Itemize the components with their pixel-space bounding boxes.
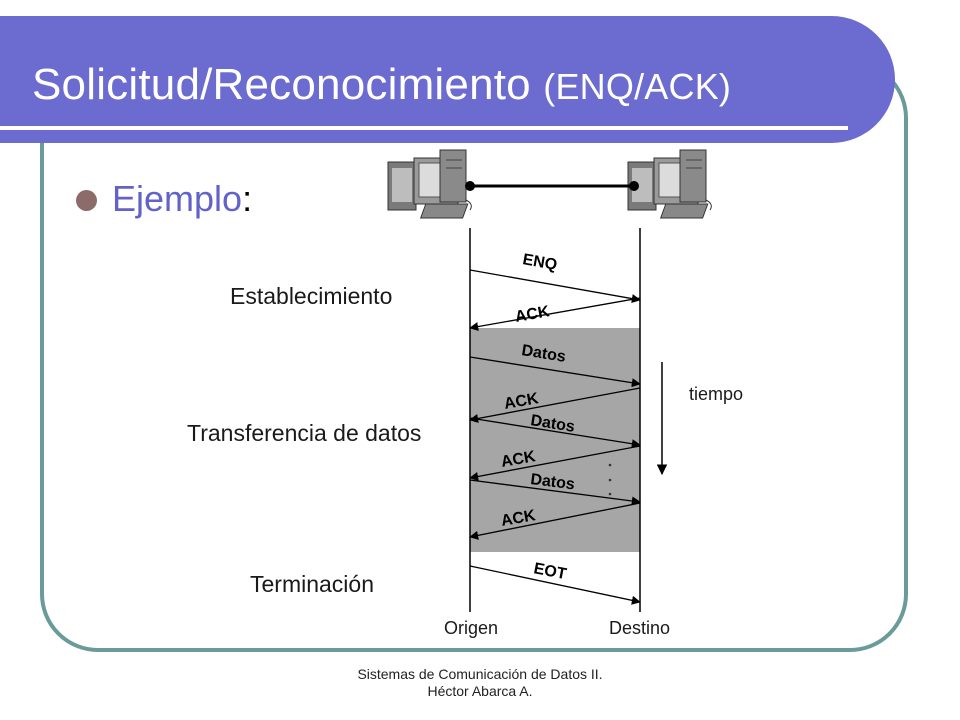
label-datos-2: Datos (529, 412, 576, 436)
endpoint-destino: Destino (609, 618, 670, 638)
arrow-ack-1 (469, 297, 641, 332)
label-ack-4: ACK (500, 507, 538, 530)
arrow-ack-4 (469, 502, 641, 540)
label-eot: EOT (532, 560, 568, 583)
endpoint-origen: Origen (444, 618, 498, 638)
phase-establecimiento: Establecimiento (230, 283, 392, 309)
link-node-destination (629, 181, 639, 191)
bullet-text: Ejemplo: (112, 178, 252, 220)
bullet-dot (76, 190, 97, 211)
arrow-datos-1 (469, 356, 641, 388)
link-node-origin (465, 181, 475, 191)
title-underline (0, 126, 848, 130)
slide-title-main: Solicitud/Reconocimiento (32, 60, 531, 109)
phase-transferencia: Transferencia de datos (187, 420, 421, 446)
footer: Sistemas de Comunicación de Datos II. Hé… (300, 666, 660, 700)
footer-line-2: Héctor Abarca A. (427, 683, 533, 699)
label-datos-3: Datos (530, 471, 576, 493)
label-ack-1: ACK (514, 303, 552, 326)
bullet-colon: : (242, 178, 253, 219)
destination-computer-icon (627, 149, 712, 219)
label-ack-3: ACK (500, 448, 538, 471)
title-bar: Solicitud/Reconocimiento (ENQ/ACK) (0, 16, 895, 143)
arrow-ack-2 (469, 387, 641, 423)
arrow-datos-2 (469, 417, 641, 449)
origin-computer-icon (387, 149, 472, 219)
label-datos-1: Datos (520, 342, 567, 366)
phase-terminacion: Terminación (250, 571, 374, 597)
time-label: tiempo (689, 384, 743, 404)
arrow-datos-3 (469, 479, 641, 506)
arrow-enq (469, 269, 641, 304)
arrow-ack-3 (469, 445, 641, 481)
slide-title: Solicitud/Reconocimiento (ENQ/ACK) (32, 60, 731, 110)
slide-title-paren: (ENQ/ACK) (543, 66, 732, 107)
footer-line-1: Sistemas de Comunicación de Datos II. (357, 666, 603, 682)
label-enq: ENQ (521, 251, 558, 274)
bullet-label: Ejemplo (112, 178, 243, 219)
continuation-dots (608, 463, 612, 496)
arrow-eot (469, 565, 641, 605)
label-ack-2: ACK (503, 390, 541, 413)
